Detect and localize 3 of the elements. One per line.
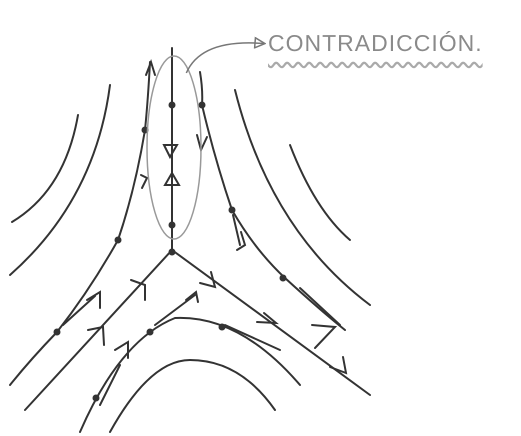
- leader-arrow: [186, 37, 266, 74]
- annotation-label: CONTRADICCIÓN.: [268, 30, 483, 57]
- highlight-ellipse: [146, 55, 202, 240]
